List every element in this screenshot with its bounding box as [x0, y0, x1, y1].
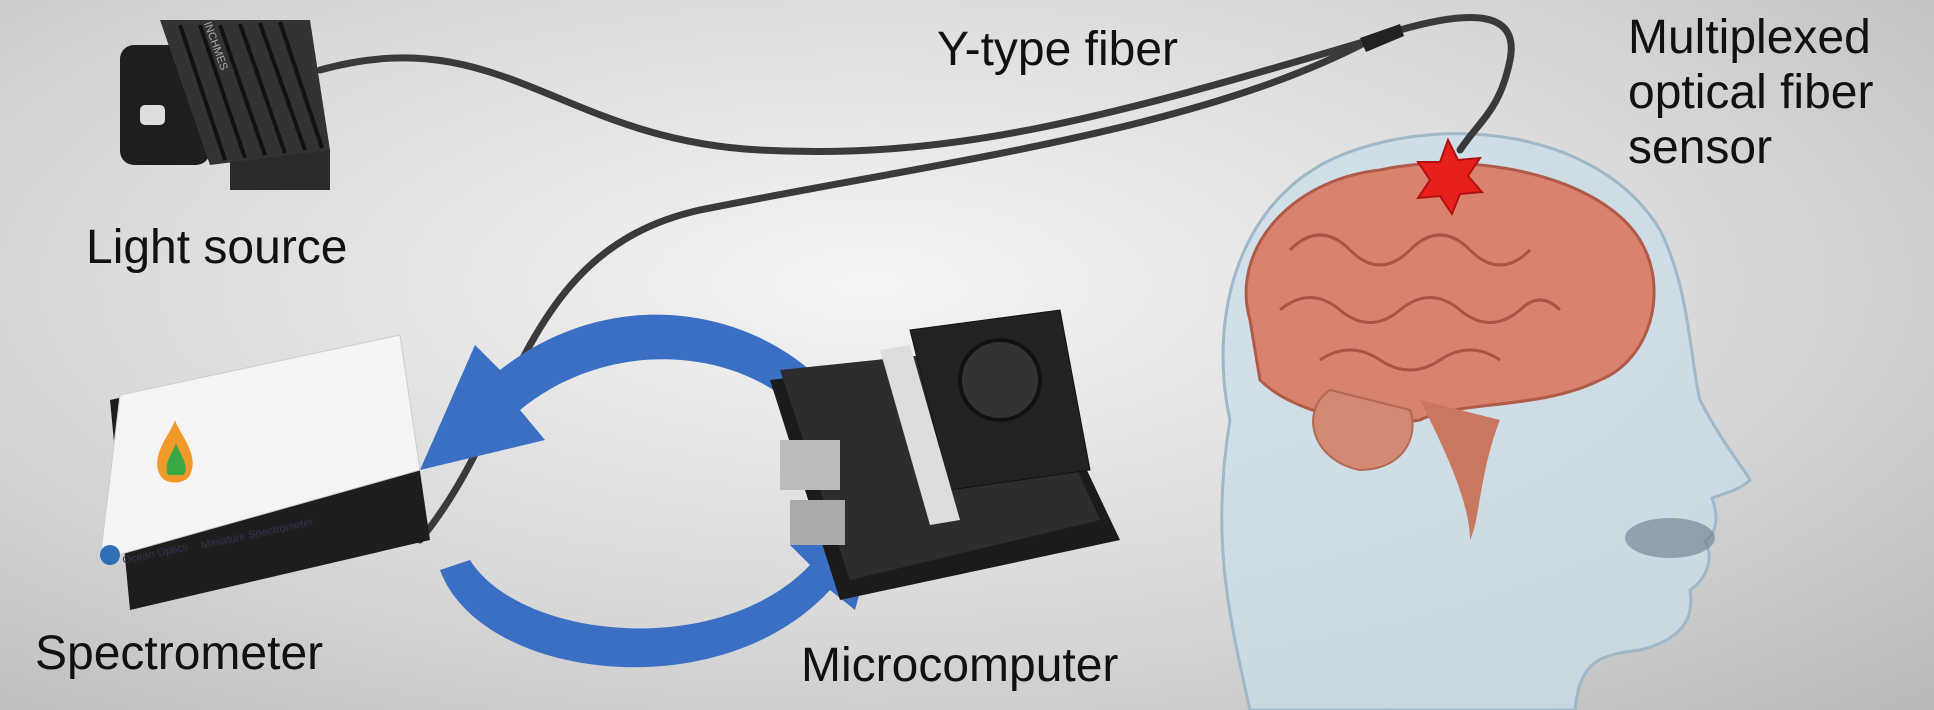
sensor-star-icon	[1416, 137, 1485, 217]
sensor-label-line3: sensor	[1628, 121, 1773, 175]
light-source-label: Light source	[86, 221, 348, 274]
spectrometer-device	[99, 334, 430, 610]
sensor-label: Multiplexed optical fiber sensor	[1628, 10, 1873, 176]
microcomputer-device	[770, 309, 1120, 600]
y-fiber-label: Y-type fiber	[937, 23, 1179, 76]
data-flow-arrows	[420, 314, 880, 668]
fiber-coupler	[1360, 24, 1404, 52]
sensor-label-line2: optical fiber	[1628, 66, 1874, 120]
spectrometer-label: Spectrometer	[35, 627, 324, 680]
microcomputer-label: Microcomputer	[801, 639, 1119, 692]
brain-illustration	[1244, 161, 1656, 540]
light-source-device	[120, 20, 330, 190]
sensor-label-line1: Multiplexed	[1628, 11, 1871, 64]
